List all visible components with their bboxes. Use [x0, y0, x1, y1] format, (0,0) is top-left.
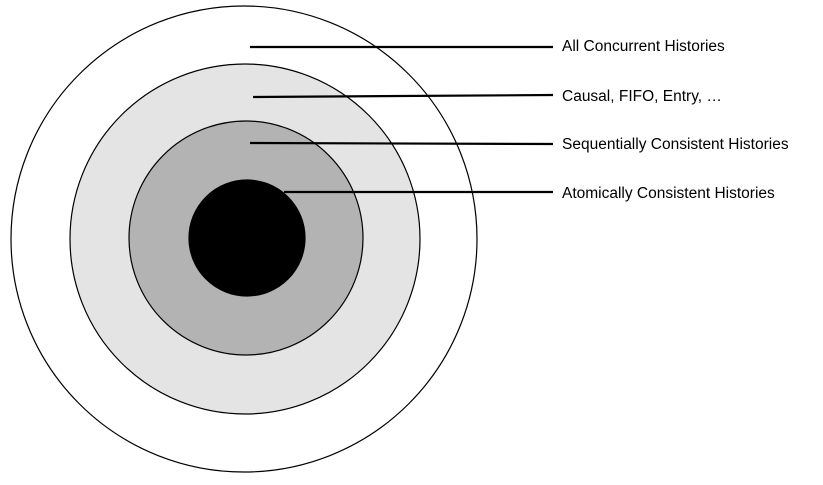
core-atomically-consistent: [188, 179, 306, 297]
label-all-concurrent-histories: All Concurrent Histories: [562, 38, 725, 55]
leader-line-causal-fifo-entry: [252, 93, 554, 99]
leader-line-sequentially-consistent: [249, 141, 554, 146]
label-causal-fifo-entry: Causal, FIFO, Entry, …: [562, 88, 722, 105]
label-sequentially-consistent-histories: Sequentially Consistent Histories: [562, 136, 789, 153]
label-atomically-consistent-histories: Atomically Consistent Histories: [562, 185, 775, 202]
